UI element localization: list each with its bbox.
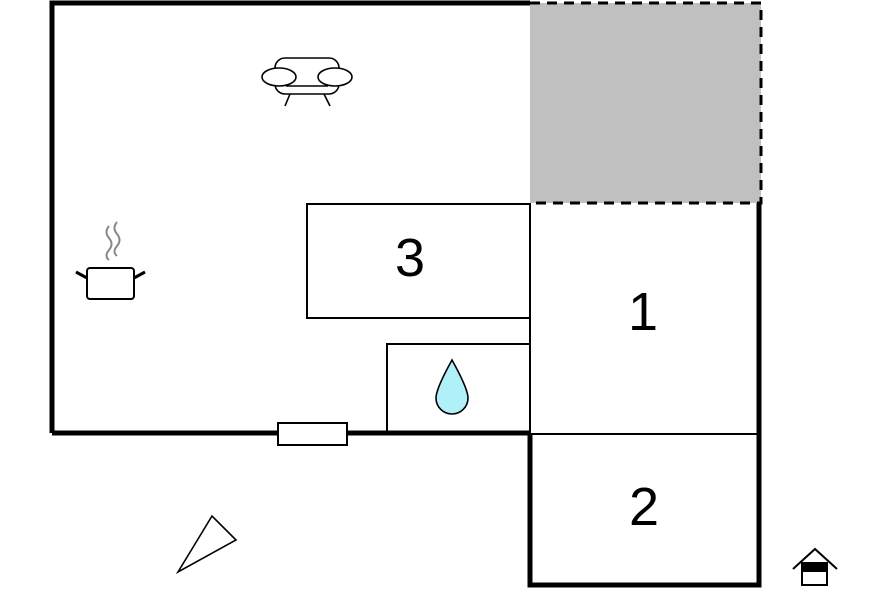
water-drop-icon (435, 358, 469, 415)
cooking-pot-icon (75, 221, 146, 300)
bathroom-room (386, 343, 530, 433)
bedroom-3-room (306, 203, 531, 319)
terrace-dashed-border (530, 1, 763, 205)
window (277, 422, 348, 446)
north-arrow-icon (175, 514, 238, 575)
outer-wall-main (49, 0, 530, 433)
sofa-icon (261, 57, 353, 107)
room-label-1: 1 (628, 282, 658, 342)
house-entrance-icon (792, 547, 838, 586)
room-label-2: 2 (629, 477, 659, 537)
terrace-area (530, 3, 761, 203)
room-label-3: 3 (395, 228, 425, 288)
outer-wall-right (527, 203, 762, 588)
